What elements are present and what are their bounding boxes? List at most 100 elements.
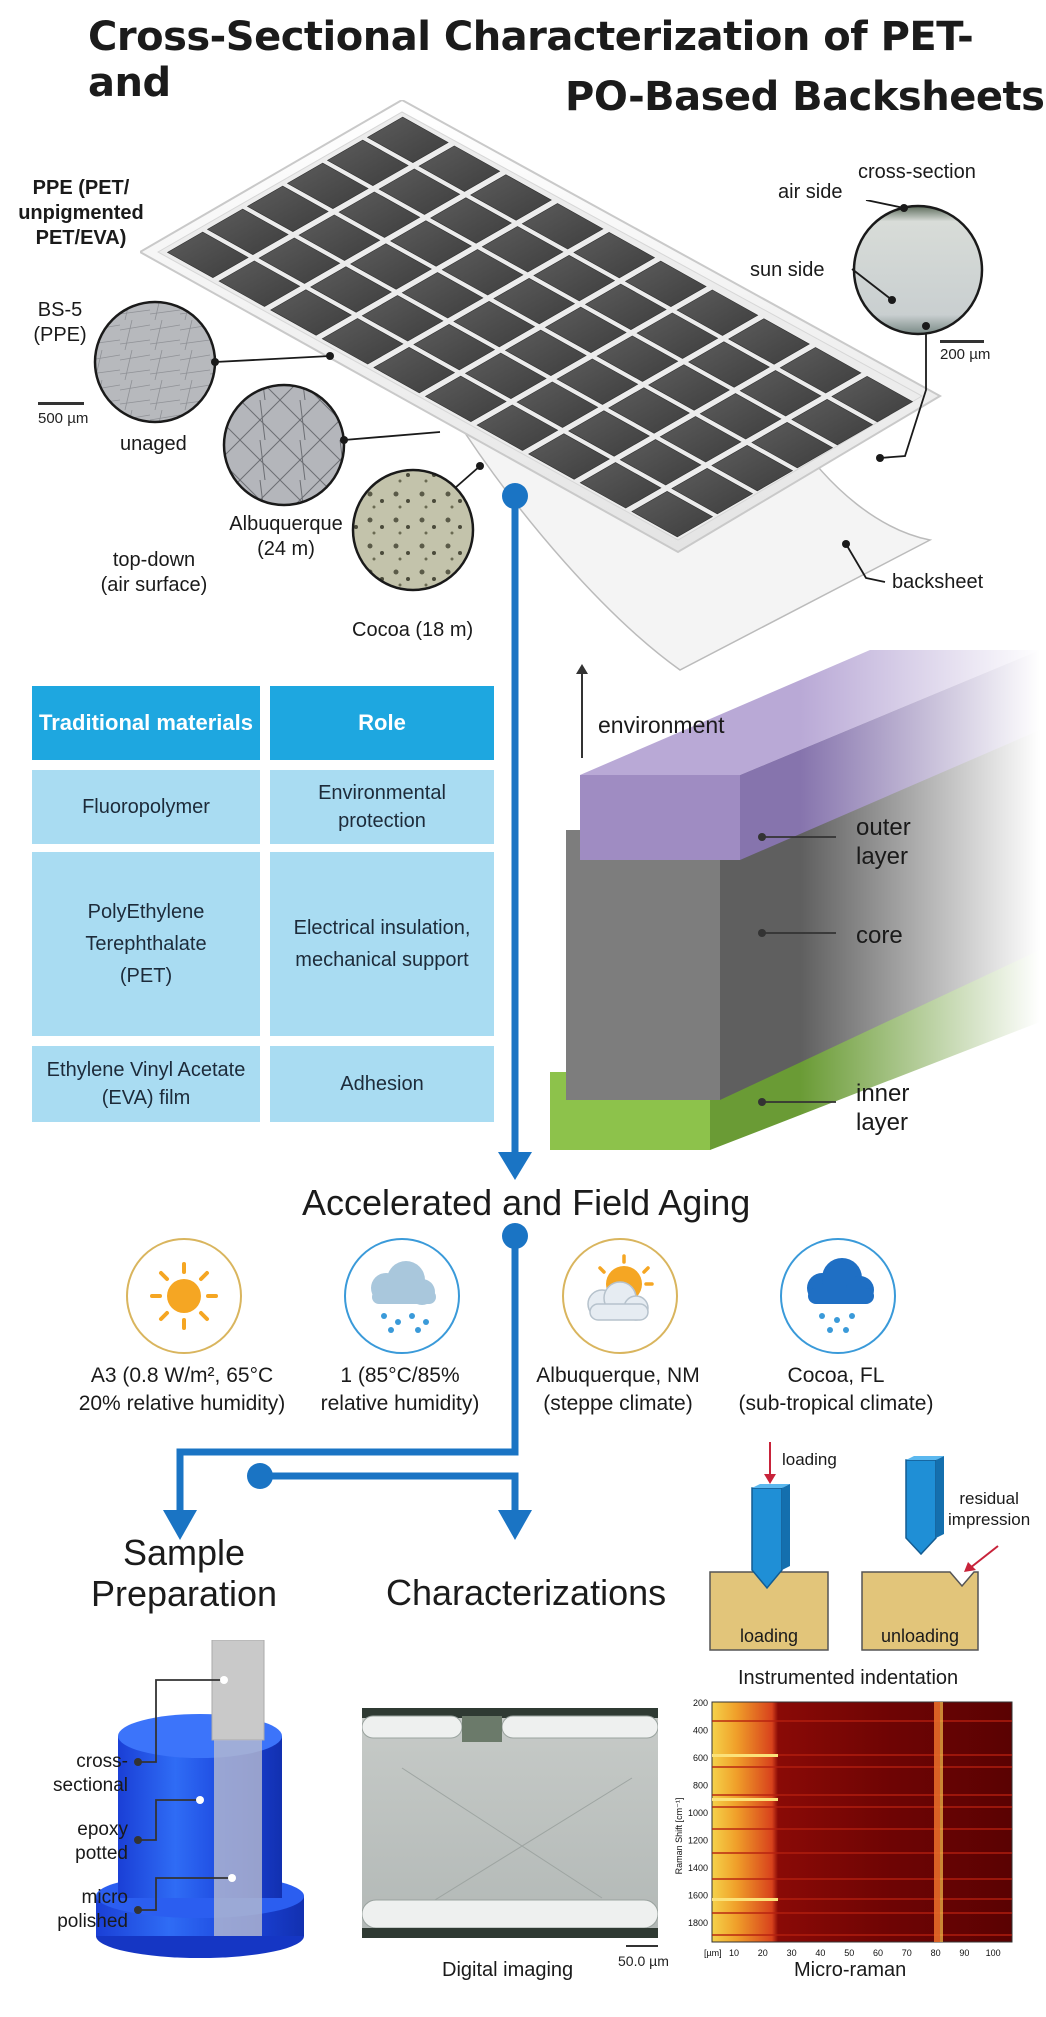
raman-band: [712, 1934, 1012, 1936]
residual-impression-label-line-2: impression: [948, 1510, 1031, 1530]
raman-x-tick: 10: [729, 1948, 739, 1958]
solar-cell: [338, 191, 421, 238]
cross-sectional-label-line-1: cross-: [76, 1751, 128, 1772]
solar-cell: [596, 335, 679, 382]
raman-y-tick: 1000: [688, 1808, 708, 1818]
residual-impression-label-line-1: residual: [959, 1489, 1019, 1508]
inner-layer-label-line-2: layer: [856, 1108, 909, 1136]
solar-cell: [298, 214, 381, 261]
solar-cell: [728, 318, 810, 365]
characterizations-heading: Characterizations: [386, 1572, 667, 1613]
solar-cell: [711, 444, 794, 492]
albuquerque-label-line-2: (24 m): [257, 538, 315, 560]
solar-cell: [521, 203, 604, 250]
outer-layer-label-line-1: outer: [856, 814, 911, 841]
solar-cell: [528, 433, 610, 480]
raman-band: [712, 1766, 1012, 1768]
raman-band: [712, 1898, 1012, 1900]
scale-bar-50: [626, 1945, 658, 1947]
cross-sectional-label-line-2: sectional: [53, 1775, 128, 1796]
solar-cell: [390, 220, 472, 267]
aging-label-cocoa-line-2: (sub-tropical climate): [738, 1392, 934, 1416]
air-side-leader: [865, 200, 905, 209]
solar-cell: [584, 283, 667, 331]
sun-icon: [150, 1262, 218, 1330]
table-cell-material: Ethylene Vinyl Acetate (EVA) film: [32, 1046, 260, 1122]
micro-polished-label: micro polished: [40, 1886, 128, 1934]
raman-band: [712, 1806, 1012, 1808]
solar-cell: [544, 306, 627, 354]
digital-imaging-label: Digital imaging: [442, 1959, 574, 1981]
solar-cell: [631, 490, 714, 538]
solar-cell: [270, 289, 352, 336]
cross-sectional-label-2: sectional: [40, 1774, 128, 1798]
scale-200-label: 200 µm: [940, 346, 991, 363]
outer-layer-shape: [580, 775, 740, 860]
raman-y-tick: 400: [693, 1726, 708, 1736]
table-header-role: Role: [270, 686, 494, 760]
scale-bar-200: [940, 340, 984, 343]
cocoa-label: Cocoa (18 m): [352, 619, 474, 641]
micrograph-albuquerque: [222, 383, 346, 507]
raman-x-tick: 80: [931, 1948, 941, 1958]
solar-cell: [493, 277, 576, 325]
solar-cell: [624, 260, 707, 308]
cross-section-label: cross-section: [858, 161, 976, 183]
raman-band: [712, 1828, 1012, 1830]
solar-cell: [608, 387, 690, 434]
solar-cell: [418, 145, 501, 192]
sample-prep-heading-line-2: Preparation: [90, 1573, 278, 1615]
aging-label-albuquerque: Albuquerque, NM (steppe climate): [508, 1362, 728, 1419]
epoxy-puck-illustration: [96, 1640, 304, 1958]
solar-cell: [246, 185, 329, 233]
raman-y-tick: 1400: [688, 1863, 708, 1873]
raman-y-tick: 200: [693, 1698, 708, 1708]
raman-band-bright: [712, 1798, 778, 1801]
air-side-label: air side: [778, 181, 843, 203]
table-header-materials: Traditional materials: [32, 686, 260, 760]
albuquerque-label-line-1: Albuquerque: [229, 513, 343, 535]
raman-x-tick: 70: [902, 1948, 912, 1958]
raman-band: [712, 1912, 1012, 1914]
residual-impression-label: residual impression: [948, 1488, 1030, 1531]
sun-side-label: sun side: [750, 259, 825, 281]
solar-cell: [258, 237, 341, 284]
solar-cell: [831, 375, 914, 423]
solar-cell: [361, 295, 444, 342]
solar-cell: [441, 249, 524, 296]
sun-side-leader: [851, 268, 893, 301]
aging-label-cocoa: Cocoa, FL (sub-tropical climate): [726, 1362, 946, 1419]
solar-cell: [504, 329, 587, 377]
aging-label-albuquerque-line-1: Albuquerque, NM: [536, 1364, 700, 1387]
solar-cell: [751, 421, 834, 469]
bs5-label: BS-5 (PPE): [20, 298, 100, 348]
aging-label-a3: A3 (0.8 W/m², 65°C 20% relative humidity…: [72, 1362, 292, 1419]
environment-label: environment: [598, 712, 725, 738]
epoxy-potted-label-line-1: epoxy: [77, 1819, 128, 1840]
raman-title: Micro-raman: [794, 1959, 907, 1981]
solar-cell: [791, 398, 874, 446]
ppe-label-line-3: PET/EVA): [35, 227, 127, 249]
raman-band: [712, 1878, 1012, 1880]
title-line-1: Cross-Sectional Characterization of PET-…: [88, 14, 974, 106]
indentation-illustration: [709, 1442, 999, 1651]
outer-layer-label-line-2: layer: [856, 842, 909, 870]
aging-label-85-85-line-1: 1 (85°C/85%: [340, 1364, 460, 1387]
raman-x-tick: 40: [815, 1948, 825, 1958]
solar-cell: [659, 416, 742, 463]
indenter-loading: [751, 1487, 783, 1590]
flow-arrows: [163, 483, 532, 1540]
raman-y-axis-label: Raman Shift [cm⁻¹]: [674, 1798, 684, 1875]
solar-cell: [648, 364, 730, 411]
unloading-block-label: unloading: [880, 1626, 960, 1646]
solar-cell: [470, 174, 552, 221]
solar-cell: [688, 341, 770, 388]
raman-x-tick: 100: [986, 1948, 1001, 1958]
solar-cells: [166, 116, 914, 538]
solar-cell: [350, 243, 432, 290]
solar-cell: [424, 375, 507, 423]
core-shape: [566, 830, 720, 1100]
bs5-label-line-1: BS-5: [37, 299, 83, 321]
micro-polished-label-line-1: micro: [81, 1887, 128, 1908]
solar-cell: [401, 272, 484, 319]
